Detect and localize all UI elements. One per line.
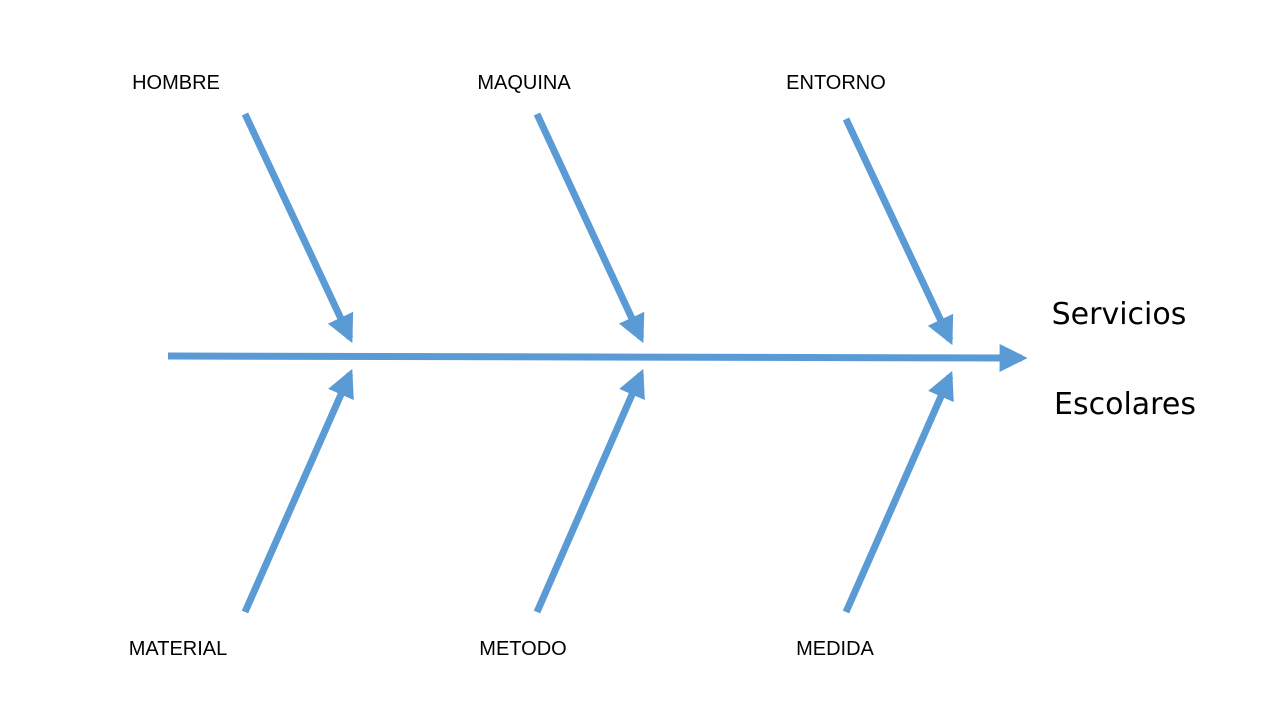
- spine-arrow: [167, 343, 1028, 372]
- category-label-material: MATERIAL: [129, 638, 228, 660]
- category-label-metodo: METODO: [479, 638, 566, 660]
- bone-hombre: [241, 112, 354, 344]
- category-label-medida: MEDIDA: [796, 638, 874, 660]
- bone-maquina: [533, 112, 645, 344]
- category-label-hombre: HOMBRE: [132, 72, 220, 94]
- bone-medida: [842, 370, 954, 614]
- category-label-entorno: ENTORNO: [786, 72, 886, 94]
- effect-label-line1: Servicios: [1052, 297, 1187, 332]
- category-label-maquina: MAQUINA: [477, 72, 571, 94]
- bone-material: [241, 368, 354, 614]
- bone-metodo: [533, 368, 645, 614]
- bone-entorno: [842, 117, 954, 346]
- effect-label-line2: Escolares: [1054, 387, 1196, 422]
